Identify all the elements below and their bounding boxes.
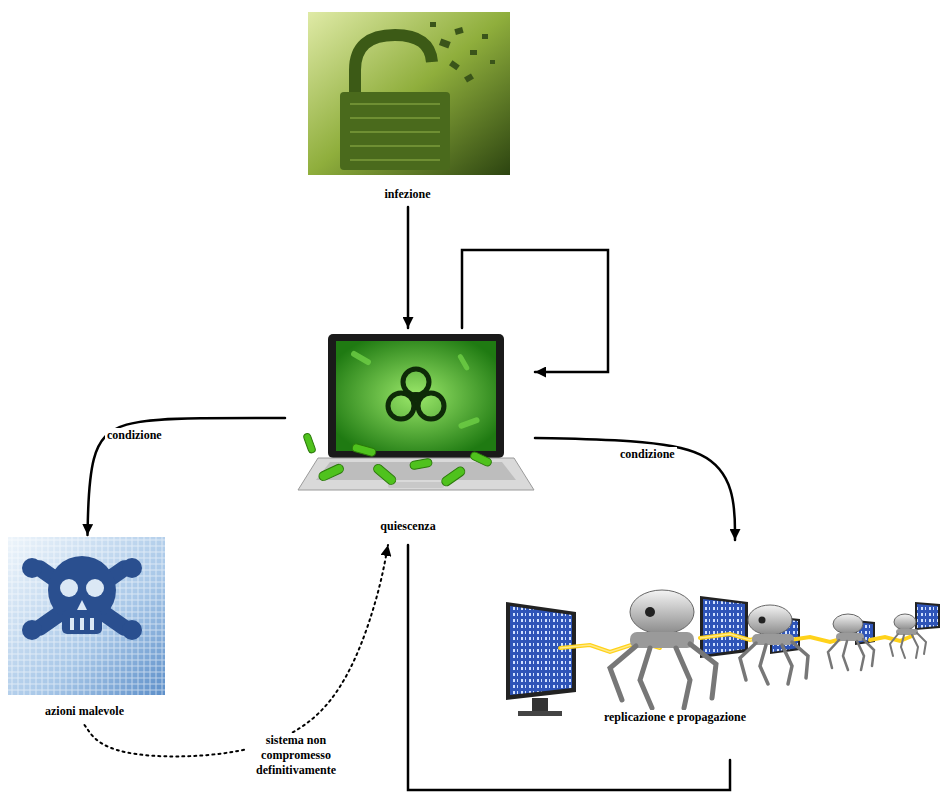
illustrated-node: azioni malevole — [5, 535, 170, 725]
edge-label: condizione — [105, 428, 164, 443]
flow-arrow — [462, 250, 608, 372]
node-label: azioni malevole — [43, 704, 126, 718]
skull-illustration — [8, 537, 165, 695]
node-label: quiescenza — [378, 519, 437, 533]
edge-label: sistema non compromesso definitivamente — [246, 733, 346, 778]
edge-label-holder: sistema non compromesso definitivamente — [246, 733, 346, 778]
robot-3 — [828, 614, 874, 670]
node-label: replicazione e propagazione — [602, 710, 748, 724]
edge-label: condizione — [618, 447, 677, 462]
node-label: infezione — [383, 187, 433, 201]
illustrated-node: quiescenza — [285, 328, 535, 545]
node-caption: azioni malevole — [2, 704, 167, 719]
robot-1 — [610, 590, 716, 708]
illustrated-node: replicazione e propagazione — [498, 540, 938, 760]
robot-4 — [890, 614, 926, 658]
node-caption: replicazione e propagazione — [455, 710, 895, 725]
node-caption: quiescenza — [283, 519, 533, 534]
edge-label-holder: condizione — [618, 447, 677, 462]
flow-arrow — [535, 438, 735, 540]
flow-arrow — [407, 207, 410, 328]
illustrated-node: infezione — [300, 10, 515, 207]
node-caption: infezione — [300, 187, 515, 202]
laptop-illustration — [298, 334, 534, 490]
edge-label-holder: condizione — [105, 428, 164, 443]
flow-arrow — [88, 418, 286, 535]
robots-illustration — [506, 590, 940, 716]
robot-2 — [740, 605, 808, 684]
dotted-arrow — [85, 545, 389, 756]
padlock-illustration — [308, 12, 510, 175]
flow-arrow — [408, 545, 730, 790]
